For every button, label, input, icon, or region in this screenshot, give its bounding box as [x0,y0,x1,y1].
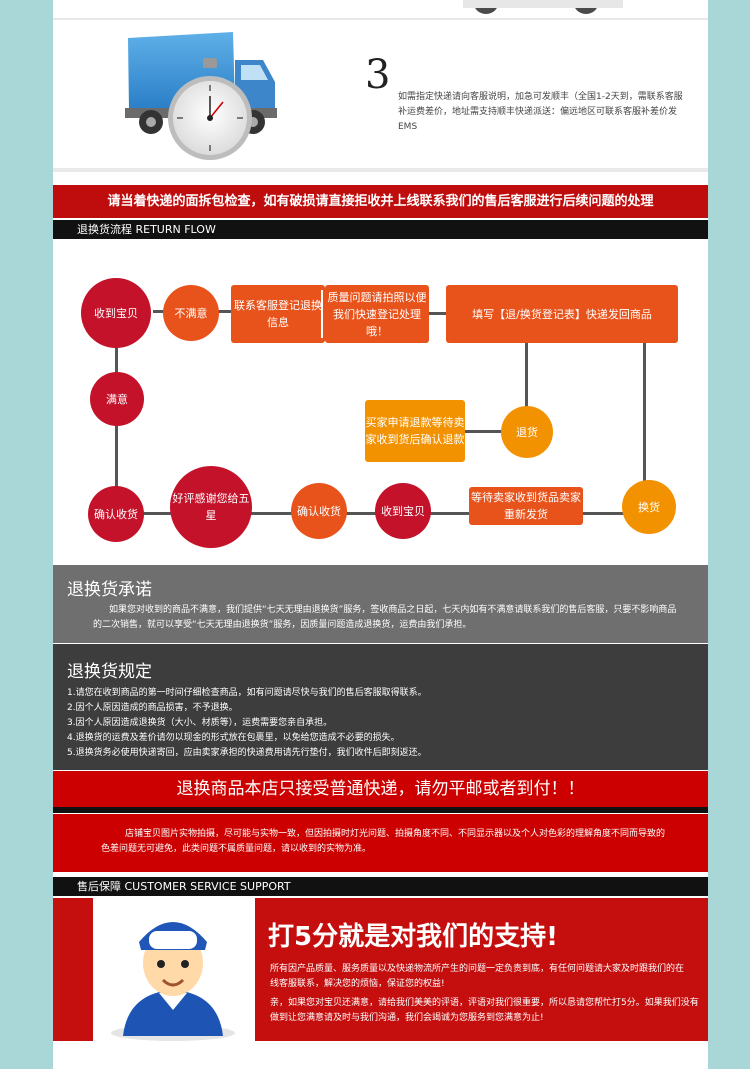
rule-item: 5.退换货务必使用快递寄回，应由卖家承担的快递费用请先行垫付，我们收件后即刻返还… [67,748,427,758]
photo-notice: 店铺宝贝图片实物拍摄，尽可能与实物一致，但因拍摄时灯光问题、拍摄角度不同、不同显… [101,829,666,854]
truck-base-icon [463,0,623,8]
photo-notice-section: 店铺宝贝图片实物拍摄，尽可能与实物一致，但因拍摄时灯光问题、拍摄角度不同、不同显… [53,814,708,872]
rules-list: 1.请您在收到商品的第一时间仔细检查商品，如有问题请尽快与我们的售后客服取得联系… [67,686,687,761]
rule-item: 2.因个人原因造成的商品损害，不予退换。 [67,703,238,713]
node-good-review: 好评感谢您给五星 [170,466,252,548]
service-heading: 售后保障 CUSTOMER SERVICE SUPPORT [53,877,708,896]
step-number: 3 [365,52,391,98]
shipping-note: 如需指定快递请向客服说明，加急可发顺丰（全国1-2天到，需联系客服补运费差价，地… [398,92,683,132]
promise-section: 退换货承诺 如果您对收到的商品不满意，我们提供“七天无理由退换货”服务，签收商品… [53,565,708,643]
customer-service-avatar-icon [111,922,235,1041]
node-seller-refund: 买家申请退款等待卖家收到货后确认退款 [365,400,465,462]
node-fill-form: 填写【退/换货登记表】快递发回商品 [446,285,678,343]
rules-title: 退换货规定 [67,662,152,682]
service-title: 打5分就是对我们的支持! [268,922,558,952]
page-bottom [53,1041,708,1069]
rule-item: 3.因个人原因造成退换货（大小、材质等），运费需要您亲自承担。 [67,718,333,728]
express-notice: 退换商品本店只接受普通快递，请勿平邮或者到付！！ [53,771,708,807]
node-unsatisfied: 不满意 [163,285,219,341]
shipping-section: 3 如需指定快递请向客服说明，加急可发顺丰（全国1-2天到，需联系客服补运费差价… [53,0,708,180]
promise-body: 如果您对收到的商品不满意，我们提供“七天无理由退换货”服务，签收商品之日起，七天… [93,605,677,630]
node-contact-service: 联系客服登记退换信息 [231,285,325,343]
node-received: 收到宝贝 [81,278,151,348]
connector [643,340,646,515]
page: 3 如需指定快递请向客服说明，加急可发顺丰（全国1-2天到，需联系客服补运费差价… [53,0,708,1069]
return-flow-heading: 退换货流程 RETURN FLOW [53,220,708,239]
node-quality-photo: 质量问题请拍照以便我们快速登记处理哦！ [325,285,429,343]
rules-section: 退换货规定 1.请您在收到商品的第一时间仔细检查商品，如有问题请尽快与我们的售后… [53,644,708,770]
service-para-1: 所有因产品质量、服务质量以及快递物流所产生的问题一定负责到底，有任何问题请大家及… [270,964,685,989]
service-photo [93,898,255,1041]
node-exchange: 换货 [622,480,676,534]
rule-item: 1.请您在收到商品的第一时间仔细检查商品，如有问题请尽快与我们的售后客服取得联系… [67,688,427,698]
node-confirm-receipt-2: 确认收货 [291,483,347,539]
connector [453,430,528,433]
node-confirm-receipt: 确认收货 [88,486,144,542]
promise-title: 退换货承诺 [67,580,152,600]
node-return-goods: 退货 [501,406,553,458]
divider [53,807,708,813]
return-flow-diagram: 收到宝贝 不满意 联系客服登记退换信息 质量问题请拍照以便我们快速登记处理哦！ … [53,240,708,565]
service-para-2: 亲，如果您对宝贝还满意，请给我们美美的评语，评语对我们很重要，所以恳请您帮忙打5… [270,998,699,1023]
inspect-banner: 请当着快递的面拆包检查，如有破损请直接拒收并上线联系我们的售后客服进行后续问题的… [53,185,708,218]
connector [525,340,528,435]
divider [53,18,708,20]
node-received-2: 收到宝贝 [375,483,431,539]
divider [321,290,323,338]
node-seller-resend: 等待卖家收到货品卖家重新发货 [469,487,583,525]
node-satisfied: 满意 [90,372,144,426]
divider [53,168,708,172]
service-section: 打5分就是对我们的支持! 所有因产品质量、服务质量以及快递物流所产生的问题一定负… [53,898,708,1041]
truck-stopwatch-icon [125,32,277,160]
rule-item: 4.退换货的运费及差价请勿以现金的形式放在包裹里，以免给您造成不必要的损失。 [67,733,400,743]
connector [413,312,453,315]
